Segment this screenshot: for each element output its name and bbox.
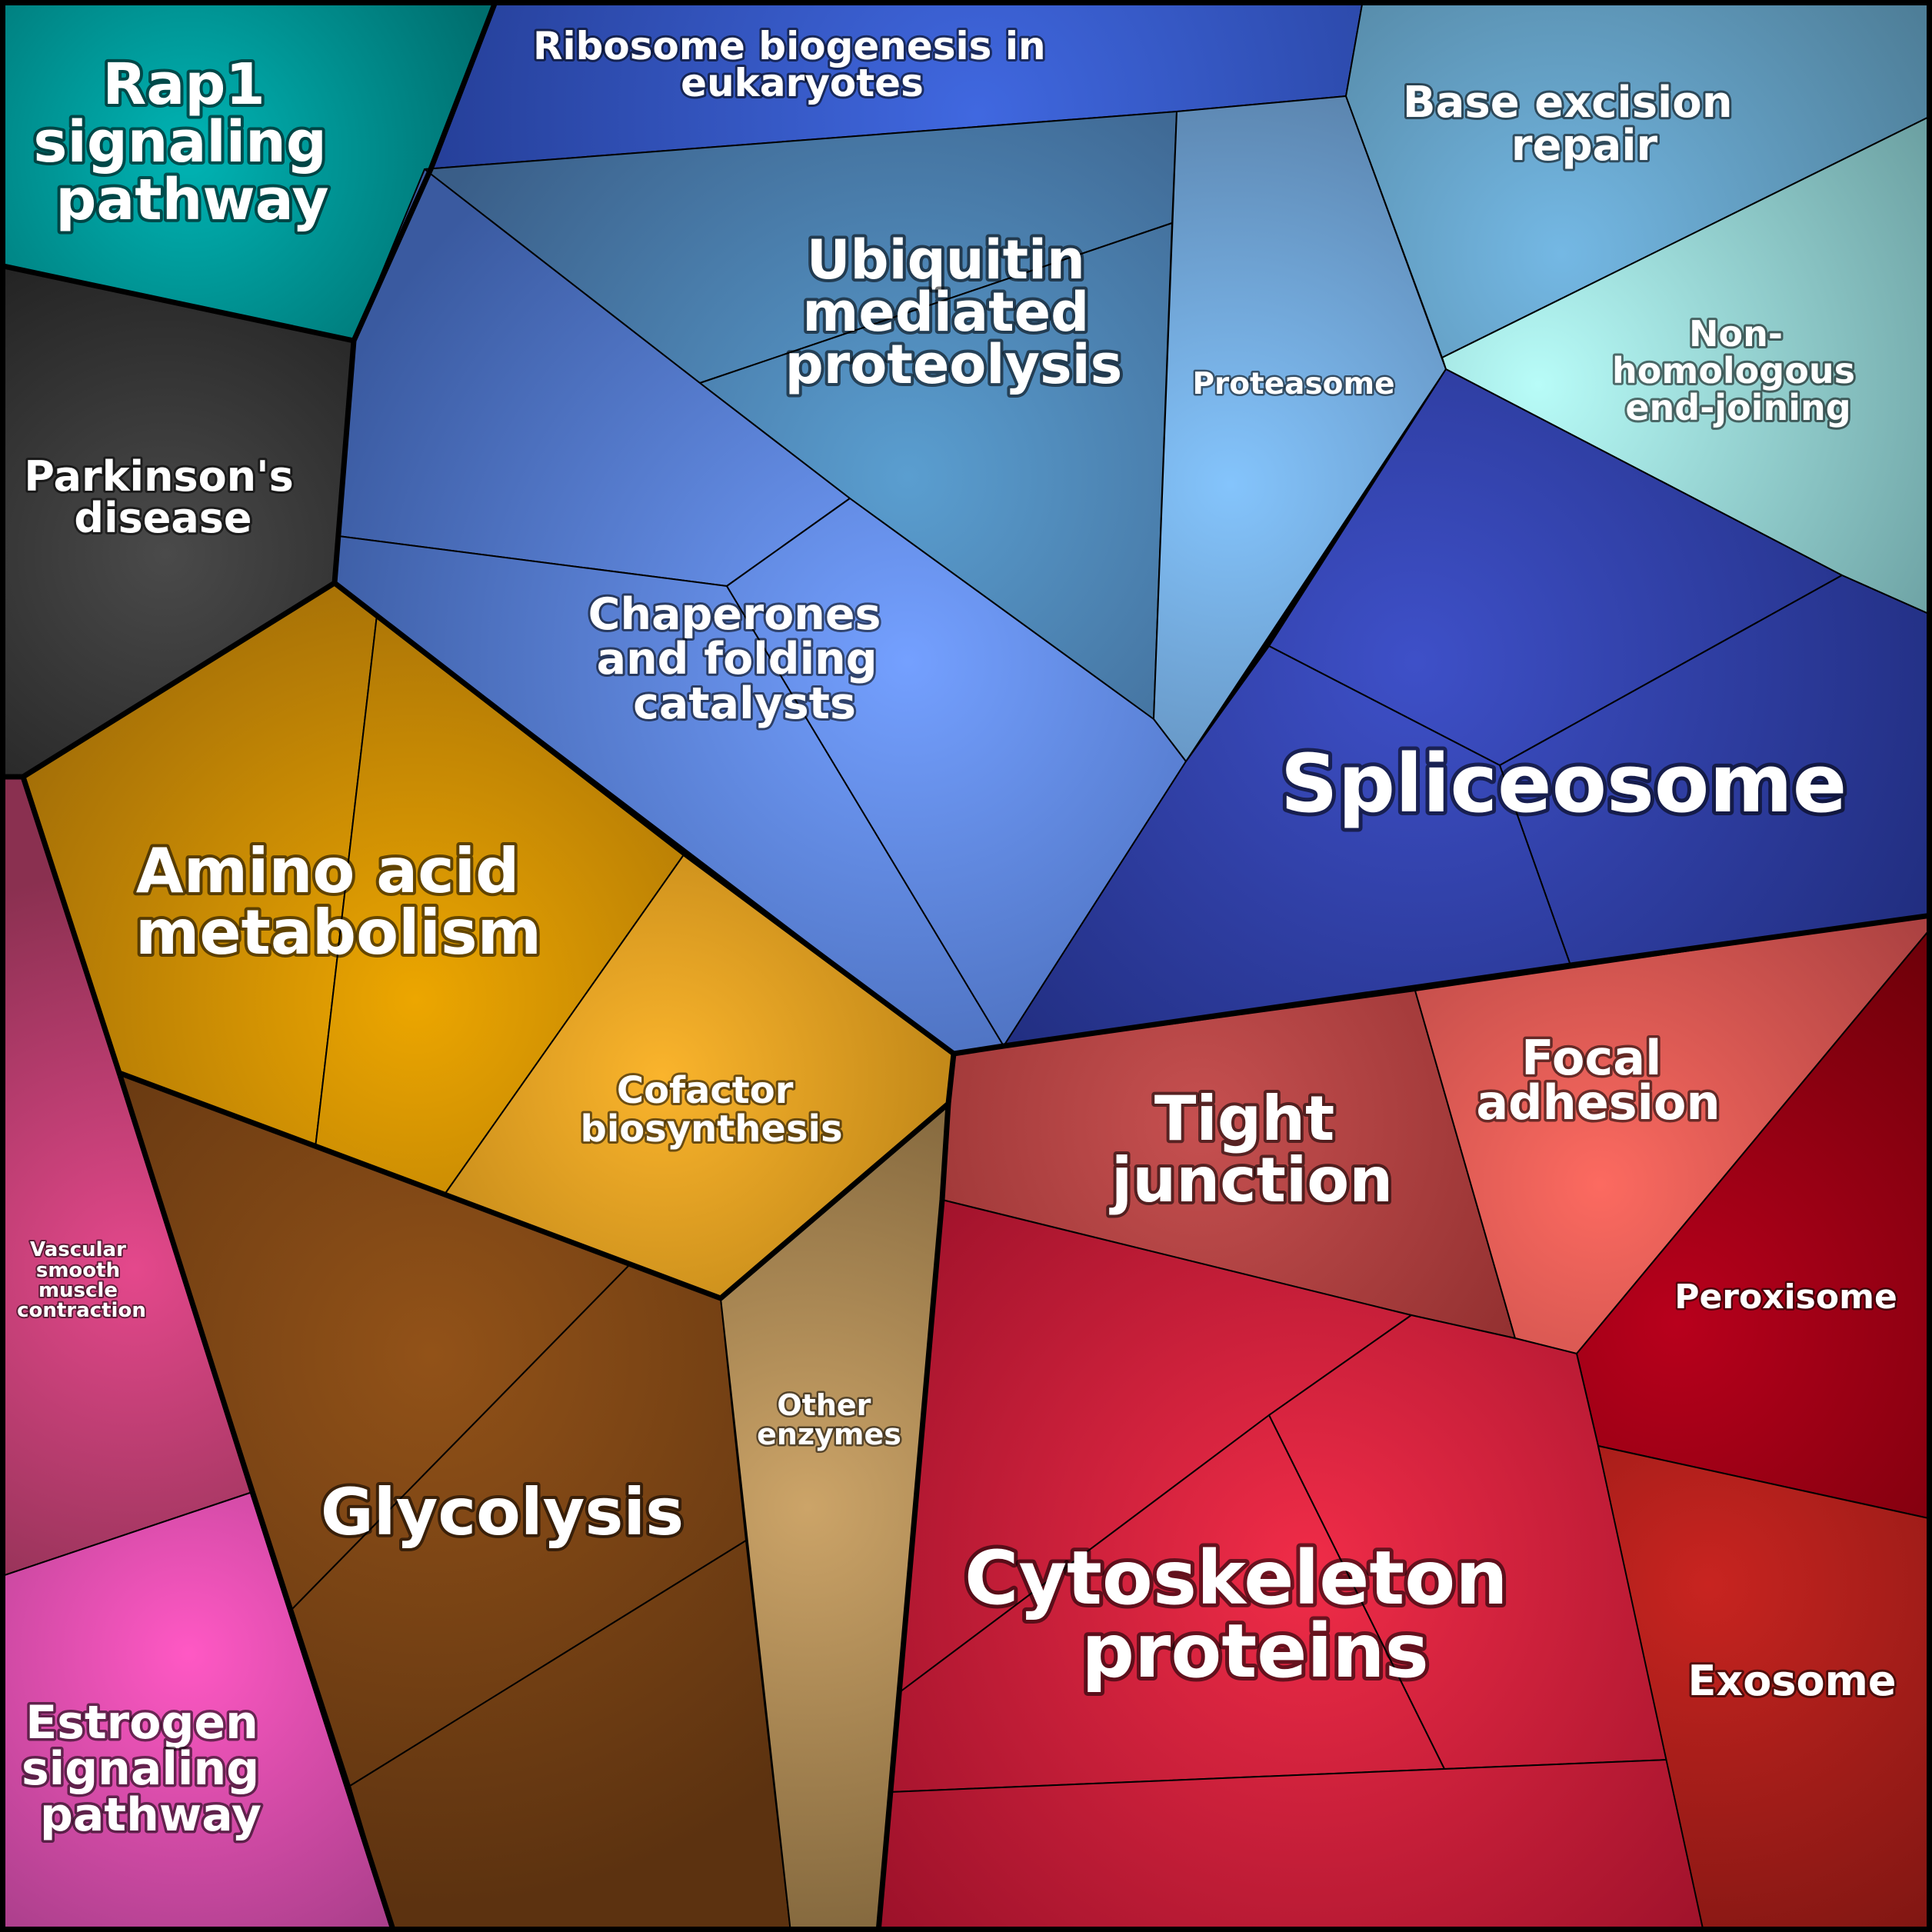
label-tight-junction: Tight junction: [1109, 1083, 1393, 1216]
label-glycolysis: Glycolysis: [321, 1474, 684, 1550]
label-rap1-signaling-pathway: Rap1 signaling pathway: [33, 52, 346, 233]
label-spliceosome: Spliceosome: [1281, 737, 1847, 831]
cell-chaperones-sub-3: [726, 498, 1187, 1047]
label-non-homologous-end-joining: Non- homologous end-joining: [1612, 313, 1867, 428]
label-chaperones-and-folding-catalysts: Chaperones and folding catalysts: [588, 589, 897, 729]
cell-exosome: [1597, 1445, 1932, 1932]
label-amino-acid-metabolism: Amino acid metabolism: [135, 835, 541, 968]
label-focal-adhesion: Focal adhesion: [1476, 1030, 1720, 1131]
label-ubiquitin-mediated-proteolysis: Ubiquitin mediated proteolysis: [785, 228, 1123, 396]
cell-proteasome: [1153, 95, 1447, 762]
label-base-excision-repair: Base excision repair: [1403, 78, 1747, 171]
label-vascular-smooth-muscle-contraction: Vascular smooth muscle contraction: [17, 1238, 146, 1322]
cell-labels: Rap1 signaling pathway Ribosome biogenes…: [15, 22, 1899, 1845]
label-parkinsons-disease: Parkinson's disease: [24, 452, 308, 542]
label-peroxisome: Peroxisome: [1674, 1277, 1897, 1317]
label-estrogen-signaling-pathway: Estrogen signaling pathway: [22, 1696, 275, 1842]
cell-estrogen-signaling: [0, 1491, 395, 1932]
label-exosome: Exosome: [1688, 1657, 1897, 1705]
label-other-enzymes: Other enzymes: [757, 1388, 901, 1451]
label-cofactor-biosynthesis: Cofactor biosynthesis: [580, 1069, 842, 1151]
label-proteasome: Proteasome: [1192, 367, 1394, 401]
label-cytoskeleton-proteins: Cytoskeleton proteins: [964, 1535, 1534, 1694]
label-ribosome-biogenesis: Ribosome biogenesis in eukaryotes: [533, 24, 1059, 105]
